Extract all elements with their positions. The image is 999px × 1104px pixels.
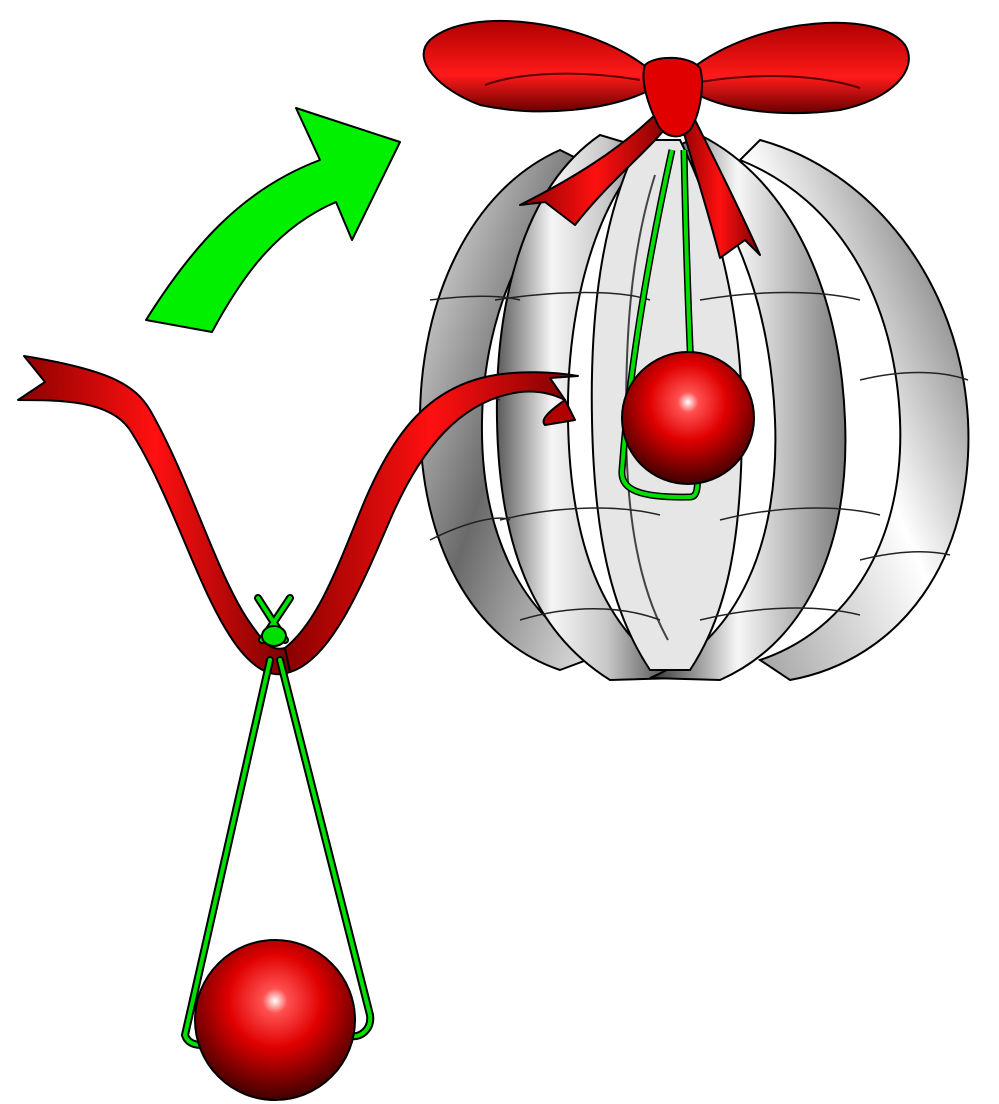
string-knot (258, 598, 290, 646)
ornament-ball-large (195, 940, 355, 1100)
finished-ornament (420, 21, 968, 680)
ribbon-assembly (18, 356, 578, 1100)
curved-arrow-icon (146, 108, 400, 332)
ribbon-left-arm (18, 356, 290, 674)
ornament-ball-small (622, 352, 754, 484)
